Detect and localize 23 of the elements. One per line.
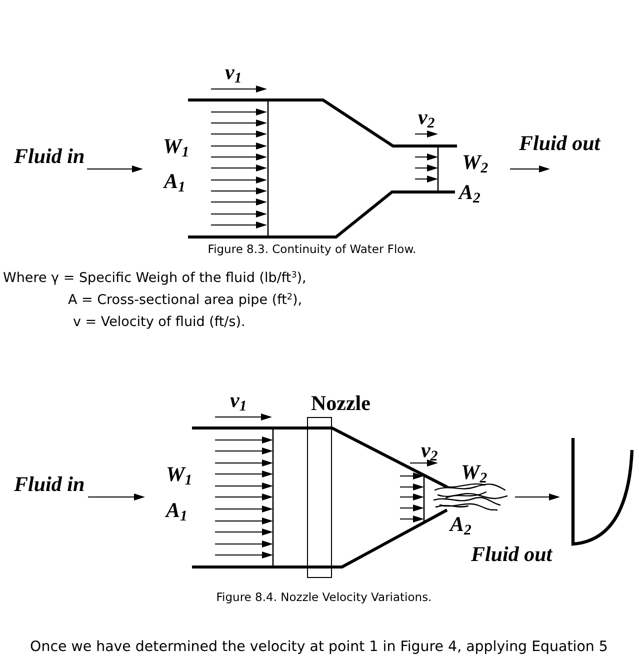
variable-label: W$_{2}$: [461, 461, 488, 484]
outlet-label: Fluid out: [471, 543, 552, 566]
variable-label: A$_{2}$: [459, 181, 480, 204]
variable-label: A$_{1}$: [166, 499, 188, 522]
variable-label: A$_{1}$: [164, 170, 186, 194]
definition-text: Where γ = Specific Weigh of the fluid (lb/ft$^{3}$),: [3, 271, 306, 286]
variable-label: W$_{2}$: [462, 151, 488, 174]
figure-caption: Figure 8.3. Continuity of Water Flow.: [208, 243, 416, 256]
outlet-label: Fluid out: [519, 132, 600, 156]
variable-label: A$_{2}$: [450, 513, 472, 536]
body-text: Once we have determined the velocity at point 1 in Figure 4, applying Equation 5: [30, 640, 608, 656]
definition-text: A = Cross-sectional area pipe (ft$^{2}$),: [68, 293, 302, 308]
inlet-label: Fluid in: [14, 145, 85, 168]
variable-label: v$_{1}$: [230, 389, 247, 412]
variable-label: v$_{2}$: [421, 439, 438, 462]
figure-caption: Figure 8.4. Nozzle Velocity Variations.: [216, 591, 432, 604]
variable-label: v$_{1}$: [225, 61, 242, 84]
variable-label: W$_{1}$: [163, 135, 190, 158]
inlet-label: Fluid in: [14, 473, 85, 496]
definition-text: v = Velocity of fluid (ft/s).: [73, 315, 246, 330]
nozzle-label: Nozzle: [311, 392, 370, 416]
variable-label: W$_{1}$: [166, 463, 192, 486]
variable-label: v$_{2}$: [418, 106, 435, 130]
